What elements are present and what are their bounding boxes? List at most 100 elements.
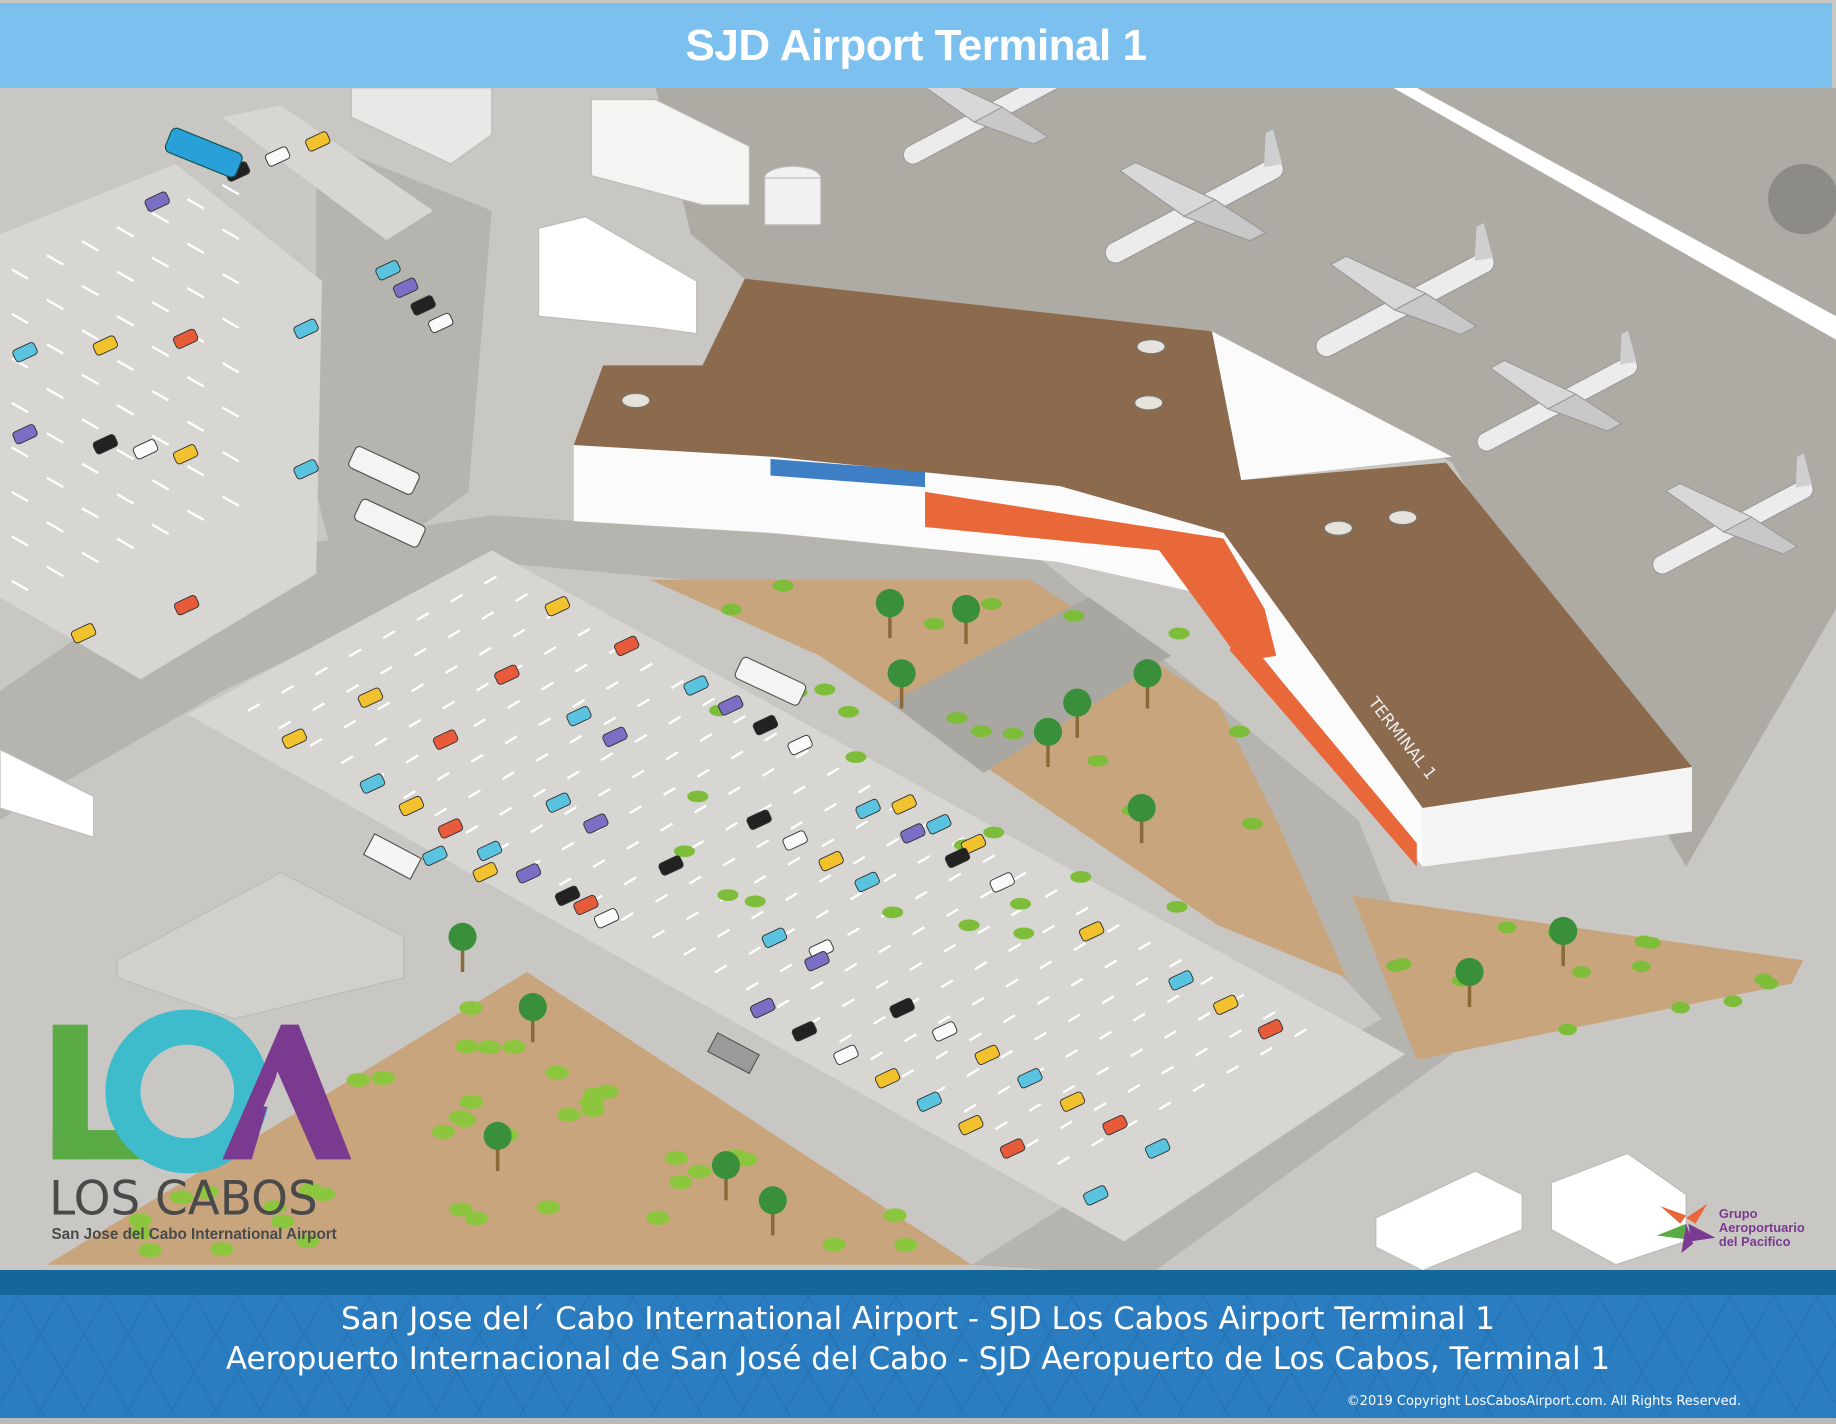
- bush: [595, 1084, 619, 1099]
- car-icon: [545, 792, 571, 813]
- bush: [1009, 897, 1032, 910]
- parking-stripe: [116, 493, 135, 505]
- parking-stripe: [982, 854, 996, 864]
- parking-stripe: [847, 927, 861, 937]
- airplane-icon: [1476, 330, 1639, 452]
- car-icon: [281, 728, 308, 749]
- palm-tree-icon: [1063, 688, 1092, 717]
- parking-stripe: [11, 357, 29, 369]
- parking-stripe: [116, 404, 135, 416]
- car-icon: [293, 459, 319, 480]
- bush: [883, 1208, 907, 1223]
- parking-stripe: [340, 755, 354, 765]
- car-icon: [787, 734, 813, 756]
- parking-stripe: [912, 926, 925, 936]
- parking-stripe: [151, 523, 170, 536]
- car-icon: [12, 342, 38, 363]
- parking-stripe: [81, 462, 99, 475]
- footer-band: [0, 1270, 1836, 1295]
- parking-stripe: [504, 735, 518, 745]
- car-icon: [422, 845, 448, 866]
- parking-stripe: [530, 824, 544, 834]
- car-icon: [855, 798, 881, 820]
- parking-stripe: [574, 663, 588, 673]
- vegetation: [128, 579, 1779, 1258]
- bush: [720, 603, 743, 616]
- bus-icon: [348, 445, 420, 495]
- parking-stripe: [652, 929, 666, 939]
- parking-stripe: [1158, 1101, 1172, 1111]
- car-icon: [791, 1021, 818, 1042]
- car-icon: [974, 1044, 1000, 1065]
- parking-stripe: [821, 838, 835, 848]
- car-icon: [432, 729, 459, 750]
- parking-stripe: [116, 226, 135, 238]
- parking-stripe: [566, 770, 580, 780]
- car-icon: [916, 1091, 942, 1112]
- bush: [958, 919, 980, 932]
- parking-stripe: [186, 465, 205, 477]
- parking-stripe: [654, 893, 668, 903]
- parking-stripe: [904, 1033, 917, 1043]
- parking-stripe: [507, 699, 521, 709]
- parking-stripe: [447, 629, 461, 639]
- header-banner: SJD Airport Terminal 1: [0, 3, 1832, 88]
- parking-stripe: [1161, 1065, 1175, 1075]
- parking-stripe: [685, 911, 699, 921]
- parking-stripe: [665, 751, 679, 761]
- car-icon: [926, 814, 952, 835]
- palm-tree-icon: [951, 594, 981, 623]
- parking-stripe: [151, 434, 170, 447]
- parking-stripe: [1070, 977, 1084, 987]
- car-icon: [305, 131, 331, 152]
- bush: [138, 1243, 162, 1258]
- parking-stripe: [1075, 906, 1089, 916]
- parking-stripe: [1101, 995, 1115, 1005]
- bush: [838, 705, 860, 718]
- bush: [270, 1214, 295, 1229]
- parking-stripe: [11, 535, 29, 547]
- parking-stripe: [186, 376, 205, 388]
- bush: [431, 1124, 456, 1139]
- bush: [129, 1226, 153, 1241]
- parking-stripe: [151, 390, 170, 402]
- parking-stripe: [849, 891, 863, 901]
- parking-stripe: [379, 665, 393, 675]
- parking-stripe: [1044, 889, 1058, 899]
- car-icon: [944, 847, 971, 868]
- car-icon: [999, 1138, 1026, 1159]
- parking-stripe: [935, 1050, 949, 1060]
- footer: San Jose del´ Cabo International Airport…: [0, 1295, 1836, 1418]
- bush: [1632, 960, 1651, 973]
- desert-south: [46, 971, 972, 1265]
- car-icon: [1059, 1091, 1086, 1112]
- bush: [502, 1039, 526, 1055]
- car-icon: [891, 794, 917, 815]
- parking-stripe: [1096, 1066, 1110, 1076]
- parking-stripe: [46, 476, 64, 489]
- bush: [581, 1103, 605, 1118]
- parking-stripe: [841, 998, 855, 1008]
- parking-stripe: [1005, 978, 1019, 988]
- bush: [195, 1184, 219, 1199]
- car-icon: [144, 191, 170, 212]
- parking-stripe: [221, 273, 240, 285]
- gap-logo-line3: del Pacifico: [1719, 1234, 1791, 1249]
- parking-stripe: [186, 287, 205, 299]
- parking-stripe: [501, 771, 515, 781]
- parking-stripe: [826, 767, 840, 777]
- car-icon: [392, 277, 419, 298]
- parking-stripe: [699, 733, 713, 743]
- parking-stripe: [314, 666, 328, 676]
- parking-stripe: [815, 909, 829, 919]
- parking-stripe: [603, 716, 617, 726]
- desert-east: [1352, 895, 1804, 1060]
- copyright: ©2019 Copyright LosCabosAirport.com. All…: [1346, 1394, 1741, 1409]
- parking-stripe: [623, 876, 637, 886]
- car-icon: [989, 872, 1015, 893]
- bush: [664, 1150, 688, 1165]
- roof-vents: [621, 339, 1418, 536]
- bush: [449, 1202, 473, 1217]
- parking-stripe: [221, 184, 240, 196]
- los-cabos-logo: LOS CABOS San Jose del Cabo Internationa…: [49, 1009, 352, 1243]
